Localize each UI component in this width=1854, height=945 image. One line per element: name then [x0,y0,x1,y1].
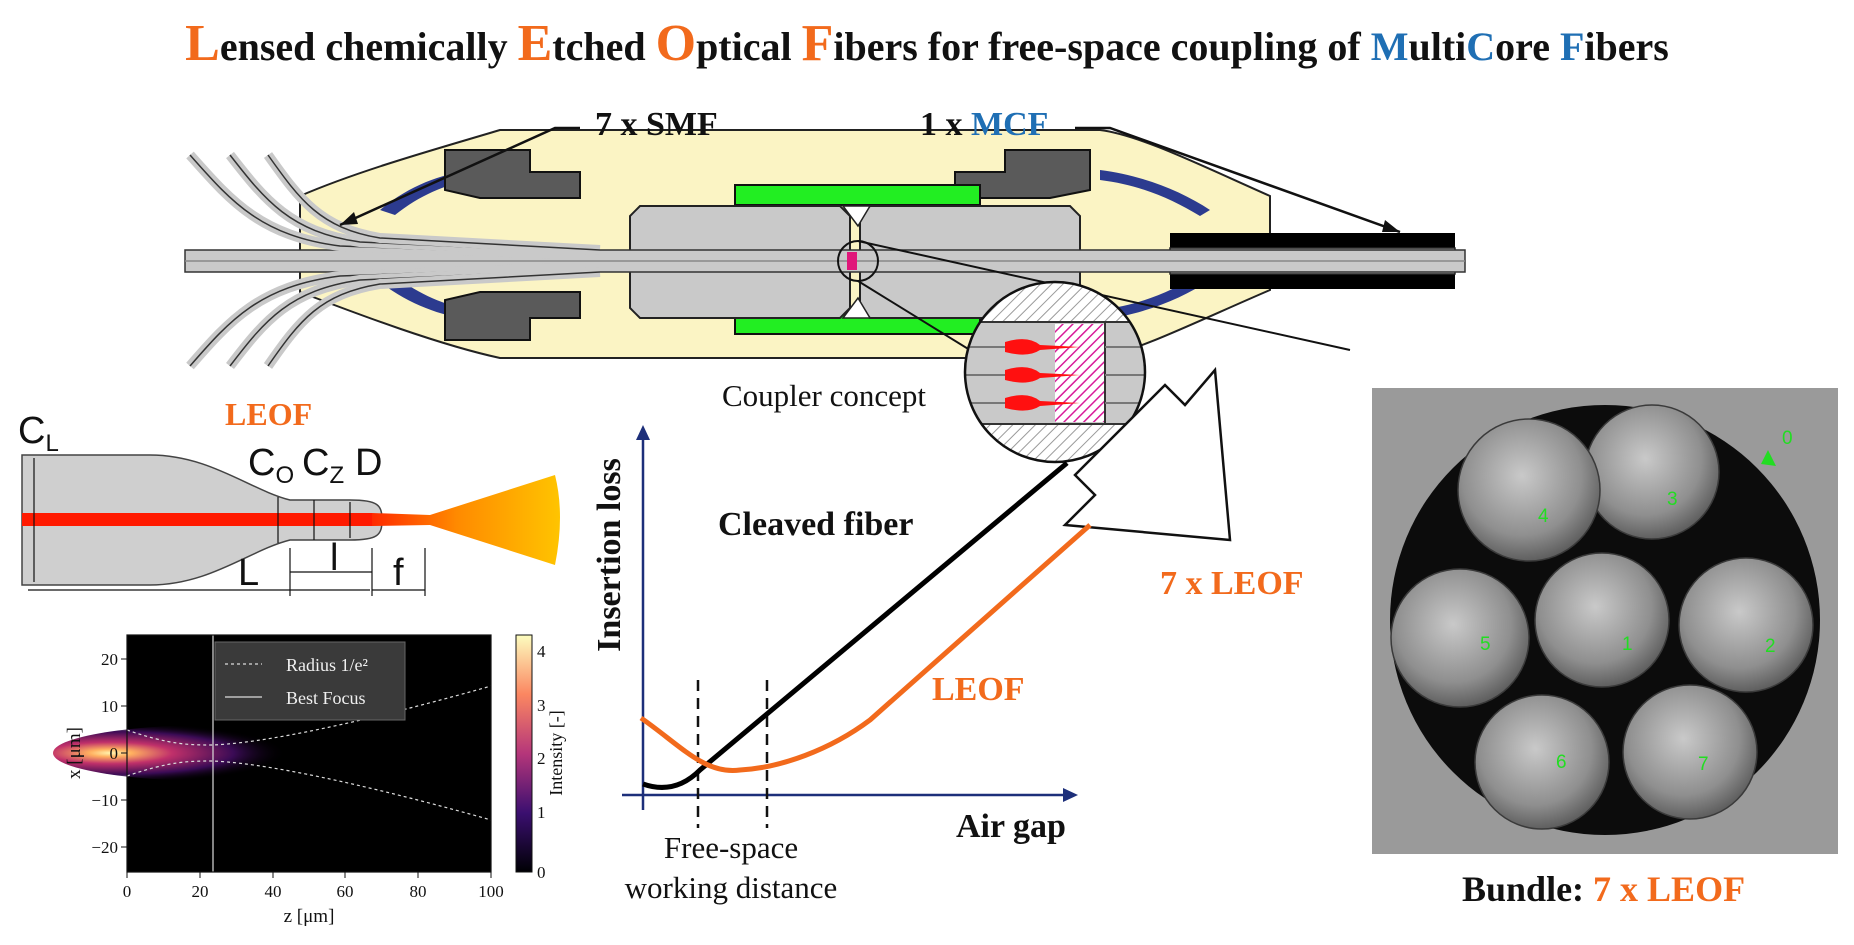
core-circle-6 [1474,694,1610,830]
smf-label: 7 x SMF [595,106,718,143]
working-distance-line1: Free-space [664,830,798,865]
core-label-1: 1 [1622,634,1633,655]
cleaved-fiber-label: Cleaved fiber [718,506,913,543]
title-segment-6: ibers [1584,24,1669,69]
core-label-2: 2 [1765,636,1776,657]
title-initial-5: C [1466,24,1496,69]
label-co: CO [248,442,294,489]
ytick-10: 10 [101,697,118,716]
xtick-20: 20 [192,882,209,901]
title-segment-4: ulti [1408,24,1467,69]
colorbar-label: Intensity [-] [546,710,566,795]
core-circle-3 [1584,404,1720,540]
intensity-plot [53,634,533,878]
title-segment-3: ibers for free-space coupling of [833,24,1371,69]
clamp-left-bottom [444,291,581,341]
leof-curve [639,523,1092,774]
core-circle-4 [1457,418,1601,562]
cbtick-2: 2 [537,749,546,768]
title-initial-6: F [1559,24,1585,69]
bundle-caption: Bundle: 7 x LEOF [1462,869,1745,909]
core-label-4: 4 [1538,506,1549,527]
label-l-lower: l [330,537,338,579]
title-segment-1: tched [552,24,656,69]
core-label-0: 0 [1782,428,1793,449]
core-circle-7 [1622,684,1758,820]
core-label-6: 6 [1556,752,1567,773]
title-initial-0: L [185,15,220,72]
cbtick-1: 1 [537,803,546,822]
ytick-m20: −20 [91,838,118,857]
xtick-80: 80 [410,882,427,901]
core-circle-5 [1390,568,1530,708]
xtick-100: 100 [478,882,504,901]
zoom-arrow [1062,366,1232,542]
legend-best-focus: Best Focus [286,688,366,708]
coupler-caption: Coupler concept [722,378,926,413]
ytick-20: 20 [101,650,118,669]
zoom-inset [965,282,1145,462]
title-segment-5: ore [1495,24,1560,69]
bundle-micrograph: 0 3 4 5 1 2 6 7 [1372,388,1838,854]
cleaved-fiber-curve [642,461,1069,790]
legend-radius: Radius 1/e² [286,655,368,675]
intensity-ylabel: x [μm] [64,727,85,779]
figure-title: Lensed chemically Etched Optical Fibers … [0,14,1854,73]
loss-xlabel: Air gap [956,808,1066,845]
working-distance-line2: working distance [625,870,838,905]
mcf-label: 1 x MCF [920,106,1048,143]
ytick-m10: −10 [91,791,118,810]
label-f: f [393,552,404,594]
core-label-3: 3 [1667,489,1678,510]
title-segment-2: ptical [696,24,802,69]
core-label-5: 5 [1480,634,1491,655]
leof-tip-marker [847,252,857,270]
core-circle-1 [1534,552,1670,688]
clamp-right-top [954,149,1091,199]
loss-ylabel: Insertion loss [591,458,628,652]
label-l-upper: L [238,552,259,594]
cbtick-0: 0 [537,863,546,882]
xtick-0: 0 [123,882,132,901]
zoom-label: 7 x LEOF [1160,565,1304,602]
core-label-7: 7 [1698,754,1709,775]
intensity-xlabel: z [μm] [284,906,335,927]
label-cz: CZ [302,442,344,489]
title-initial-3: F [801,15,834,72]
cbtick-4: 4 [537,642,546,661]
core-circle-2 [1678,557,1814,693]
title-initial-2: O [655,15,697,72]
label-d: D [355,442,382,484]
leof-curve-label: LEOF [932,671,1025,708]
title-initial-1: E [517,15,553,72]
insertion-loss-plot [622,425,1092,828]
label-cl: CL [18,410,59,457]
title-segment-0: ensed chemically [219,24,518,69]
xtick-40: 40 [265,882,282,901]
leof-profile-title: LEOF [225,396,312,432]
ytick-0: 0 [110,744,119,763]
title-initial-4: M [1370,24,1409,69]
xtick-60: 60 [337,882,354,901]
cbtick-3: 3 [537,696,546,715]
green-element-top [734,184,981,206]
leof-profile-diagram [21,454,560,596]
